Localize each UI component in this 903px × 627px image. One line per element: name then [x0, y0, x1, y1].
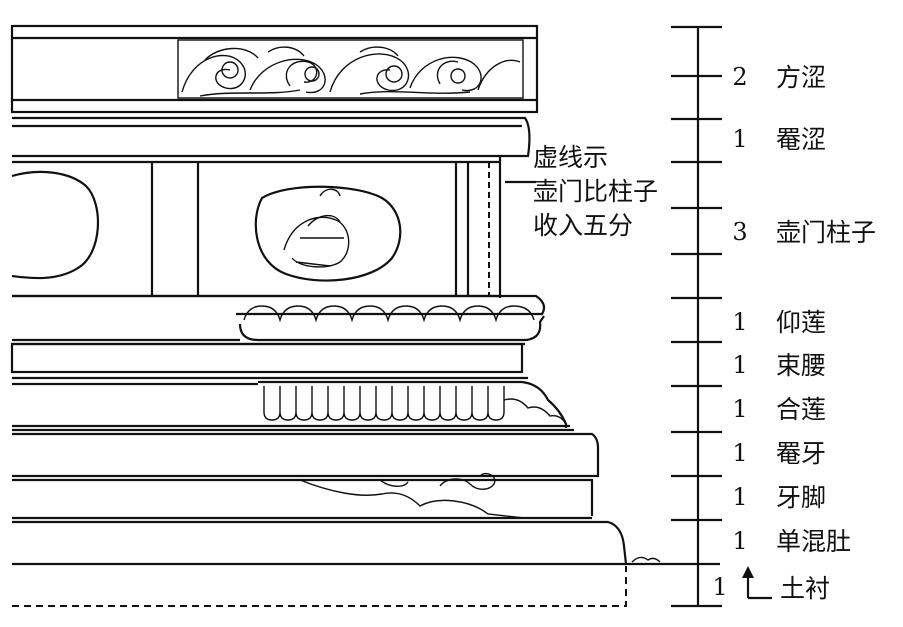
label-yajiao: 牙脚 — [776, 483, 826, 512]
note-line-3: 收入五分 — [533, 211, 633, 240]
label-fangse: 方涩 — [776, 63, 826, 92]
scale-ruler — [671, 25, 722, 608]
humen-zhuzi — [11, 156, 502, 298]
label-yanse: 罨涩 — [776, 125, 826, 154]
label-humen-zhuzi: 壶门柱子 — [776, 218, 876, 247]
label-yanglian: 仰莲 — [776, 308, 826, 337]
ratio-yanya: 1 — [732, 439, 747, 467]
label-helian: 合莲 — [776, 395, 826, 424]
ratio-shuyao: 1 — [732, 351, 747, 379]
yanse-band — [12, 116, 531, 158]
scale-names: 方涩 罨涩 壶门柱子 仰莲 束腰 合莲 罨牙 牙脚 单混肚 土衬 — [776, 63, 876, 603]
ratio-yanse: 1 — [732, 125, 747, 153]
yanya-band — [12, 432, 600, 478]
inset-note: 虚线示 壶门比柱子 收入五分 — [505, 143, 658, 240]
fangse-band — [10, 24, 539, 114]
ratio-helian: 1 — [732, 395, 747, 423]
ratio-yajiao: 1 — [732, 483, 747, 511]
yajiao-band — [12, 472, 594, 520]
label-tuchen: 土衬 — [780, 574, 830, 603]
note-line-2: 壶门比柱子 — [533, 177, 658, 206]
label-danhundu: 单混肚 — [776, 527, 851, 556]
shuyao-band — [10, 342, 528, 380]
yanglian-band — [12, 294, 546, 346]
scroll-carving — [181, 46, 521, 97]
ratio-fangse: 2 — [732, 63, 747, 91]
danhundu-band — [12, 520, 720, 566]
ratio-danhundu: 1 — [732, 527, 747, 555]
label-shuyao: 束腰 — [776, 351, 826, 380]
ratio-humen-zhuzi: 3 — [732, 218, 747, 246]
tuchen-arrow — [742, 566, 772, 600]
note-line-1: 虚线示 — [533, 143, 608, 172]
ratio-tuchen: 1 — [712, 573, 727, 601]
scale-ratios: 2 1 3 1 1 1 1 1 1 1 — [712, 63, 747, 601]
tuchen-dashed — [12, 566, 627, 607]
helian-band — [12, 380, 574, 432]
label-yanya: 罨牙 — [776, 439, 826, 468]
ratio-yanglian: 1 — [732, 308, 747, 336]
